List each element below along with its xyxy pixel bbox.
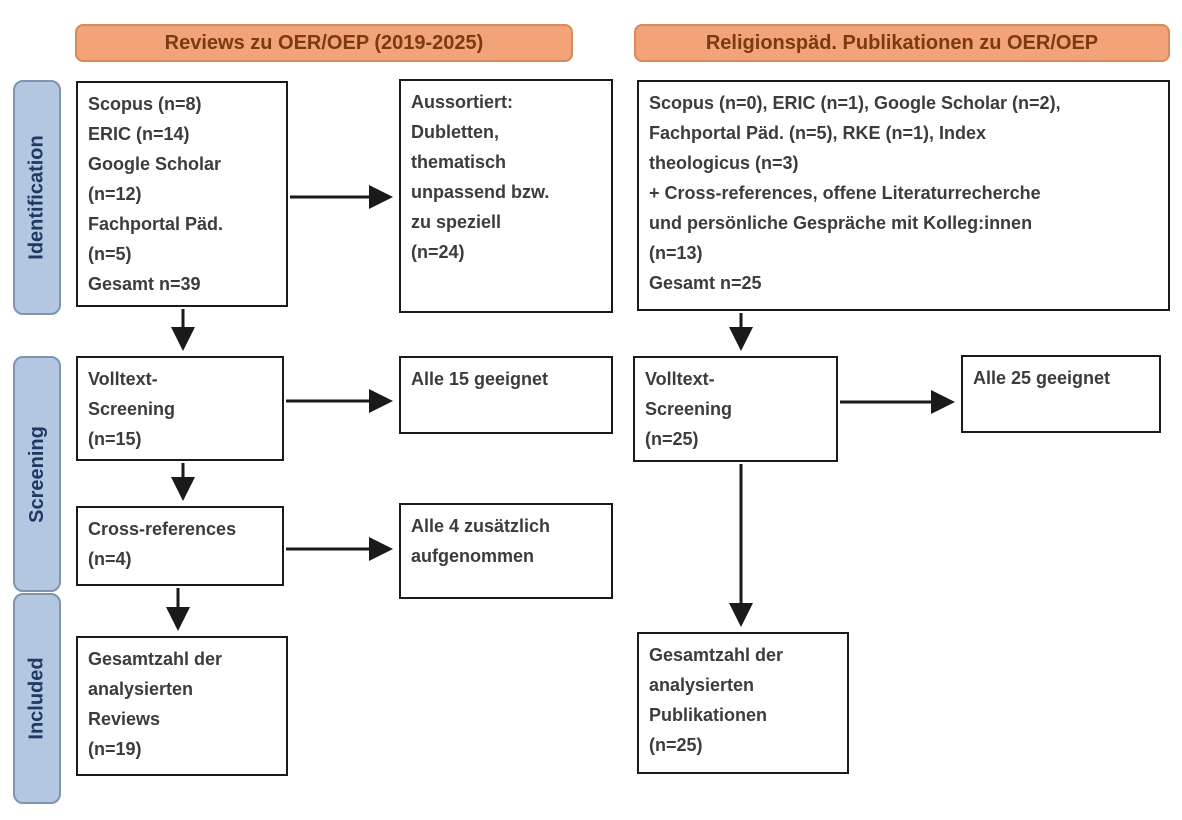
- stage-screening-label: Screening: [25, 425, 48, 523]
- column-header-reviews: Reviews zu OER/OEP (2019-2025): [75, 24, 573, 62]
- right-fulltext-screening-box: Volltext- Screening (n=25): [633, 356, 838, 462]
- left-crossreferences-result-box: Alle 4 zusätzlich aufgenommen: [399, 503, 613, 599]
- left-excluded-box: Aussortiert: Dubletten, thematisch unpas…: [399, 79, 613, 313]
- left-included-total-box: Gesamtzahl der analysierten Reviews (n=1…: [76, 636, 288, 776]
- right-identification-box: Scopus (n=0), ERIC (n=1), Google Scholar…: [637, 80, 1170, 311]
- stage-screening: Screening: [13, 356, 61, 592]
- stage-identification: Identification: [13, 80, 61, 315]
- stage-included: Included: [13, 593, 61, 804]
- left-fulltext-screening-box: Volltext- Screening (n=15): [76, 356, 284, 461]
- right-fulltext-result-box: Alle 25 geeignet: [961, 355, 1161, 433]
- stage-included-label: Included: [25, 657, 48, 740]
- stage-identification-label: Identification: [25, 135, 48, 260]
- left-identification-box: Scopus (n=8) ERIC (n=14) Google Scholar …: [76, 81, 288, 307]
- left-fulltext-result-box: Alle 15 geeignet: [399, 356, 613, 434]
- right-included-total-box: Gesamtzahl der analysierten Publikatione…: [637, 632, 849, 774]
- column-header-religionspaed: Religionspäd. Publikationen zu OER/OEP: [634, 24, 1170, 62]
- left-crossreferences-box: Cross-references (n=4): [76, 506, 284, 586]
